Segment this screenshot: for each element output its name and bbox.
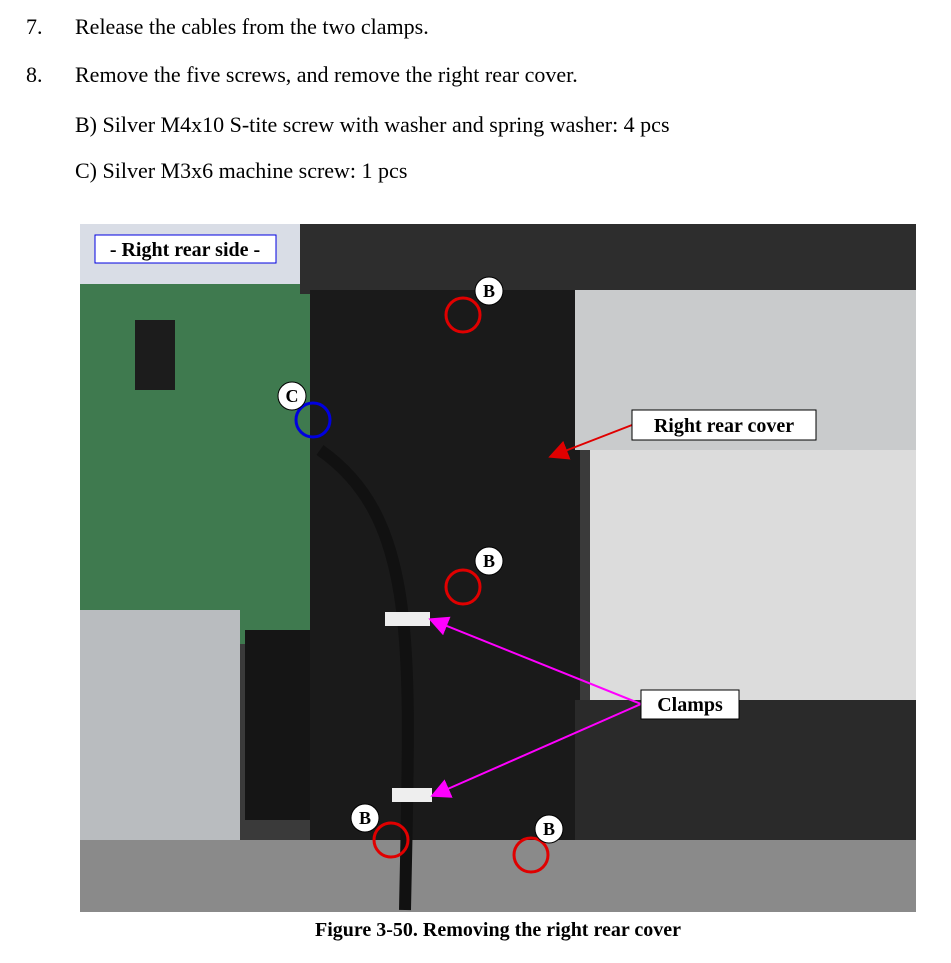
circuit-board <box>80 224 310 644</box>
label-b: B <box>474 276 504 306</box>
screw-b-markers <box>372 296 550 874</box>
label-b: B <box>534 814 564 844</box>
label-b: B <box>474 546 504 576</box>
clamps-callout-box <box>640 689 740 720</box>
svg-text:B: B <box>359 808 371 828</box>
sub-item: B) Silver M4x10 S-tite screw with washer… <box>75 112 670 137</box>
view-label: - Right rear side - <box>110 239 260 261</box>
figure-caption: Figure 3-50. Removing the right rear cov… <box>314 919 682 941</box>
clamp-arrow <box>430 703 642 798</box>
step-number: 7. <box>26 14 43 39</box>
cover-callout: Right rear cover <box>654 415 794 437</box>
screw-c-marker <box>294 401 332 439</box>
svg-text:C: C <box>286 386 299 406</box>
clamp-arrow <box>428 616 642 705</box>
svg-text:B: B <box>483 551 495 571</box>
cover-callout-box <box>631 409 817 441</box>
figure-photo: B B B B C - Right rear side - Right rear… <box>80 224 916 912</box>
label-c: C <box>277 381 307 411</box>
sub-item: C) Silver M3x6 machine screw: 1 pcs <box>75 158 408 183</box>
clamps-callout: Clamps <box>657 694 723 716</box>
label-b: B <box>350 803 380 833</box>
power-supply <box>80 610 240 840</box>
view-label-box <box>94 234 277 264</box>
right-rear-cover <box>310 290 580 860</box>
step-number: 8. <box>26 62 43 87</box>
step-text: Remove the five screws, and remove the r… <box>75 62 578 87</box>
step-text: Release the cables from the two clamps. <box>75 14 429 39</box>
cover-arrow <box>548 424 633 460</box>
svg-text:B: B <box>543 819 555 839</box>
svg-text:B: B <box>483 281 495 301</box>
